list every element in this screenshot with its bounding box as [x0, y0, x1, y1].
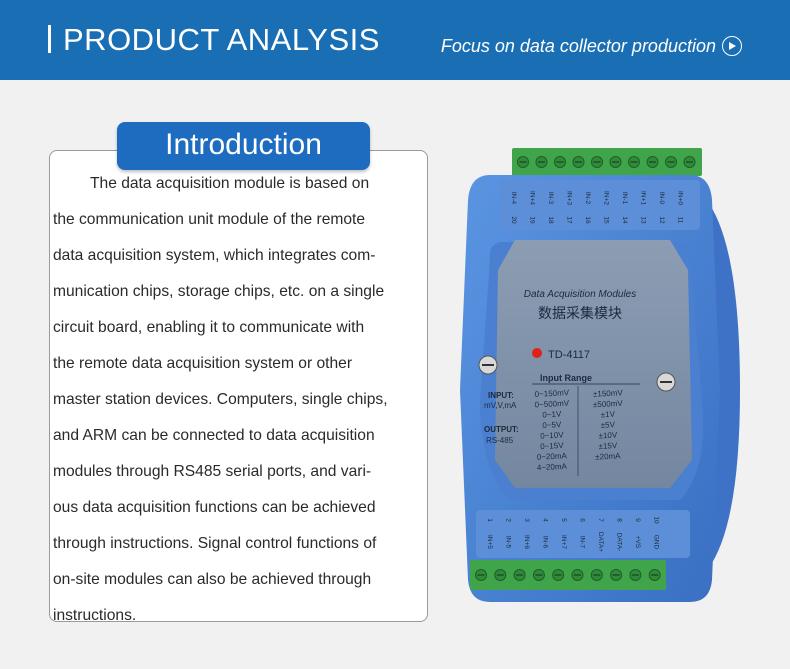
intro-line: instructions. [53, 607, 137, 624]
bottom-pin-label: +VS [634, 536, 641, 549]
intro-line: modules through RS485 serial ports, and … [53, 463, 372, 480]
intro-line: ous data acquisition functions can be ac… [53, 499, 376, 516]
introduction-card [49, 150, 428, 622]
tagline-link[interactable]: Focus on data collector production [441, 36, 742, 56]
input-unit: mV,V,mA [484, 401, 517, 410]
top-pin-label: IN+4 [529, 191, 536, 205]
bottom-pin-label: IN+6 [523, 535, 530, 549]
top-pin-label: IN-2 [584, 192, 591, 205]
product-label-en: Data Acquisition Modules [524, 289, 636, 300]
range-right-value: ±10V [598, 430, 618, 440]
top-pin-number: 19 [529, 216, 536, 224]
range-right-value: ±20mA [595, 451, 621, 461]
page-title: PRODUCT ANALYSIS [48, 24, 380, 55]
intro-line: data acquisition system, which integrate… [53, 247, 376, 264]
bottom-pin-label: DATA- [616, 533, 623, 552]
range-right-value: ±15V [598, 441, 618, 451]
input-label: INPUT: [488, 391, 514, 400]
bottom-pin-number: 8 [616, 518, 623, 522]
bottom-pin-number: 6 [579, 518, 586, 522]
top-pin-label: IN-4 [510, 192, 517, 205]
top-pin-label: IN+3 [566, 191, 573, 205]
bottom-pin-number: 2 [505, 518, 512, 522]
output-label: OUTPUT: [484, 425, 519, 434]
top-pin-number: 14 [621, 216, 628, 224]
status-led [532, 348, 542, 358]
range-left-value: 0~15V [540, 441, 564, 451]
intro-line: on-site modules can also be achieved thr… [53, 571, 372, 588]
top-pin-label: IN+2 [603, 191, 610, 205]
bottom-pin-label: DATA+ [597, 532, 604, 552]
intro-line: through instructions. Signal control fun… [53, 535, 377, 552]
top-pin-number: 13 [640, 216, 647, 224]
header-banner: PRODUCT ANALYSIS Focus on data collector… [0, 0, 790, 80]
range-left-value: 0~10V [540, 430, 564, 440]
intro-line: the remote data acquisition system or ot… [53, 355, 353, 372]
bottom-pin-label: GND [653, 535, 660, 550]
title-bar-decoration [48, 25, 51, 53]
bottom-pin-number: 1 [486, 518, 493, 522]
intro-line: The data acquisition module is based on [90, 175, 370, 192]
arrow-right-circle-icon[interactable] [722, 36, 742, 56]
tagline-text: Focus on data collector production [440, 36, 716, 56]
top-pin-label: IN-1 [621, 192, 628, 205]
bottom-pin-number: 7 [597, 518, 604, 522]
bottom-pin-number: 10 [653, 516, 660, 524]
intro-line: munication chips, storage chips, etc. on… [53, 283, 385, 300]
range-left-value: 0~1V [542, 409, 562, 419]
range-left-value: 0~500mV [534, 399, 570, 410]
top-pin-label: IN+0 [677, 191, 684, 205]
introduction-heading: Introduction [117, 122, 370, 170]
product-image: IN-4 IN+4 IN-3 IN+3 IN-2 IN+2 IN-1 IN+1 IN-0 IN+0… [440, 140, 760, 630]
model-number: TD-4117 [548, 349, 590, 361]
bottom-pin-number: 9 [634, 518, 641, 522]
intro-line: circuit board, enabling it to communicat… [53, 319, 365, 336]
bottom-pin-number: 4 [542, 518, 549, 522]
range-left-value: 0~150mV [534, 388, 570, 399]
bottom-terminal-block [470, 560, 666, 590]
page-title-text: PRODUCT ANALYSIS [63, 22, 380, 57]
intro-line: and ARM can be connected to data acquisi… [53, 427, 375, 444]
top-pin-number: 17 [566, 216, 573, 224]
introduction-text: The data acquisition module is based on … [53, 166, 421, 634]
range-left-value: 4~20mA [537, 462, 568, 473]
range-right-value: ±150mV [593, 388, 624, 399]
top-pin-label: IN-3 [547, 192, 554, 205]
top-pin-label: IN-0 [658, 192, 665, 205]
range-right-value: ±1V [601, 410, 616, 420]
bottom-pin-label: IN+7 [560, 535, 567, 549]
top-pin-number: 15 [603, 216, 610, 224]
bottom-pin-label: IN+5 [486, 535, 493, 549]
top-pin-number: 18 [547, 216, 554, 224]
data-acquisition-module-illustration: IN-4 IN+4 IN-3 IN+3 IN-2 IN+2 IN-1 IN+1 IN-0 IN+0… [460, 148, 740, 602]
top-pin-number: 11 [677, 217, 684, 224]
range-right-value: ±5V [601, 420, 616, 430]
intro-line: master station devices. Computers, singl… [53, 391, 388, 408]
product-label-cn: 数据采集模块 [538, 305, 622, 322]
bottom-pin-label: IN-5 [505, 536, 512, 549]
bottom-pin-number: 5 [560, 518, 567, 522]
top-terminal-block [512, 148, 702, 176]
bottom-pin-number: 3 [523, 518, 530, 522]
range-left-value: 0~20mA [537, 451, 568, 462]
range-right-value: ±500mV [593, 399, 624, 410]
top-pin-number: 20 [510, 216, 517, 224]
bottom-pin-label: IN-7 [579, 536, 586, 549]
top-pin-number: 12 [658, 216, 665, 224]
range-title: Input Range [540, 373, 592, 383]
top-pin-label: IN+1 [640, 191, 647, 205]
range-left-value: 0~5V [542, 420, 562, 430]
bottom-pin-label: IN-6 [542, 536, 549, 549]
label-plate [495, 240, 692, 488]
top-pin-number: 16 [584, 216, 591, 224]
output-protocol: RS-485 [486, 436, 514, 445]
intro-line: the communication unit module of the rem… [53, 211, 366, 228]
